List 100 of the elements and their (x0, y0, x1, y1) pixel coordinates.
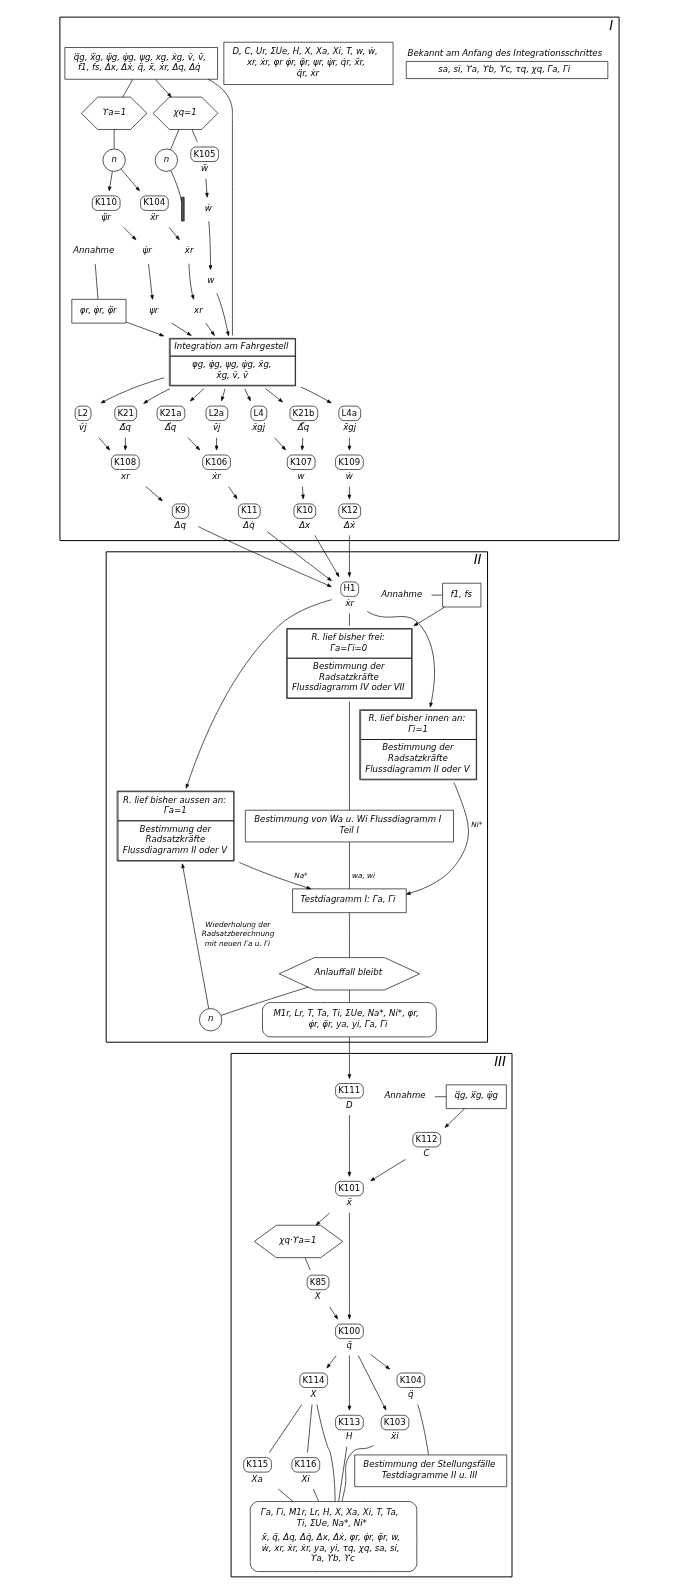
node-box: K115 (242, 1457, 272, 1473)
node-box: K21b (289, 405, 318, 421)
node-label: Δx (298, 519, 310, 530)
node-label: ẍr (149, 211, 159, 222)
connector (430, 594, 443, 596)
node-box: Γa, Γi, M1r, Lr, H, X, Xa, Xi, T, Ta, Ti, ΣUe, Na*, Ni* ẍ, q̈, Δq, Δq̇, Δx, Δẋ, φr, φ̇r, φ̈r, w, ẇ, xr, ẋr, ẋr, ya, yi, τq, χq, sa, si, ϒa, ϒb, ϒc (249, 1501, 417, 1572)
arrow (214, 437, 218, 451)
arrow (347, 1212, 351, 1320)
node-box: K104 (396, 1372, 425, 1388)
node-box: K108 (110, 454, 140, 470)
node-label: ẍi (390, 1431, 399, 1442)
node-circle: n (102, 148, 126, 172)
node-label: ẋr (344, 597, 354, 608)
arrow (347, 1355, 351, 1411)
node-box: K11 (237, 503, 260, 519)
arrow (220, 388, 225, 402)
node-box: K106 (201, 454, 231, 470)
node-box: K21a (156, 405, 185, 421)
node-label: ẍ (346, 1197, 352, 1208)
connector (113, 129, 114, 150)
connector (207, 79, 233, 336)
node-box: f1, fs (441, 582, 481, 608)
node-box: K113 (334, 1414, 364, 1431)
arrow (300, 437, 304, 451)
connector (316, 1404, 335, 1502)
node-text: xr (193, 304, 203, 315)
node-box: K10 (293, 503, 316, 519)
arrow (238, 862, 311, 890)
arrow (227, 486, 237, 500)
connector (348, 841, 350, 890)
arrow (147, 263, 154, 300)
connector (94, 263, 98, 300)
node-text: ẋr (184, 245, 193, 256)
connector (169, 129, 179, 150)
node-label: ẇ (345, 471, 353, 482)
arrow (300, 486, 305, 500)
node-circle: n (198, 1008, 222, 1032)
node-box: K107 (286, 454, 315, 470)
arrow (185, 599, 332, 789)
arrow (100, 377, 164, 404)
node-text: Annahme (380, 588, 422, 599)
arrow (205, 322, 215, 336)
arrow (347, 486, 351, 500)
arrow (328, 1306, 338, 1320)
arrow (326, 1355, 336, 1369)
node-label: Δ̄̈q (297, 422, 309, 433)
arrow (168, 226, 180, 241)
node-text: ψ̇r (142, 245, 152, 256)
arrow (142, 388, 170, 404)
node-box: D, C, Ur, ΣUe, H, X, Xa, Xi, T, w, ẇ, xr, ẋr, φr φ̇r, φ̈r, ψr, ψ̇r, q̇r, ẍr, q̈r, ẋr (223, 41, 393, 85)
connector (170, 170, 182, 202)
arrow (444, 1108, 465, 1128)
node-label: Bekannt am Anfang des Integrationsschrittes (407, 47, 602, 58)
arrow (357, 1355, 386, 1411)
arrow (125, 321, 164, 337)
node-box: L4a (338, 405, 361, 421)
arrow (273, 437, 286, 451)
connector (348, 989, 350, 1003)
node-label: w (297, 471, 305, 482)
arrow (187, 437, 200, 451)
node-text: ẇ (204, 202, 212, 213)
arrow (120, 168, 140, 192)
node-box: K114 (299, 1372, 328, 1388)
arrow (313, 535, 339, 577)
connector (191, 129, 198, 143)
node-label: Xi (301, 1473, 310, 1484)
arrow (347, 535, 351, 577)
arrow (243, 388, 251, 402)
node-label: Δ̄q (119, 422, 131, 433)
arrow (266, 531, 332, 582)
node-box: K110 (91, 195, 120, 211)
arrow (170, 322, 192, 336)
node-label: Δq (174, 519, 186, 530)
node-text: Annahme (72, 245, 114, 256)
node-box: K12 (338, 503, 361, 519)
connector (122, 79, 133, 98)
arrow (122, 226, 136, 241)
connector (348, 701, 350, 811)
node-box: Bestimmung von Wa u. Wi Flussdiagramm I Teil I (244, 809, 454, 843)
connector (341, 1445, 374, 1502)
node-box: L2a (205, 405, 228, 421)
node-circle: n (154, 148, 178, 172)
arrow (154, 79, 172, 98)
node-label: X (314, 1291, 321, 1302)
connector (416, 1404, 429, 1456)
arrow (369, 1354, 390, 1370)
node-box: M1r, Lr, T, Ta, Ti, ΣUe, Na*, Ni*, φr, φ̇r, φ̈r, ya, yi, Γa, Γi (261, 1002, 437, 1038)
node-text: Annahme (383, 1090, 426, 1101)
arrow (204, 178, 209, 198)
arrow (208, 220, 212, 270)
node-box: K109 (334, 454, 364, 470)
arrow (144, 486, 163, 502)
arrow (123, 437, 127, 451)
node-label: x̄̇gj (342, 422, 356, 433)
node-box: q⃛g, x⃛g, ψ̈g (445, 1084, 507, 1109)
node-label: D (345, 1099, 353, 1110)
node-text: ψr (148, 304, 158, 315)
arrow (215, 293, 229, 336)
node-label: q̈ (407, 1389, 413, 1400)
arrow (366, 611, 435, 708)
